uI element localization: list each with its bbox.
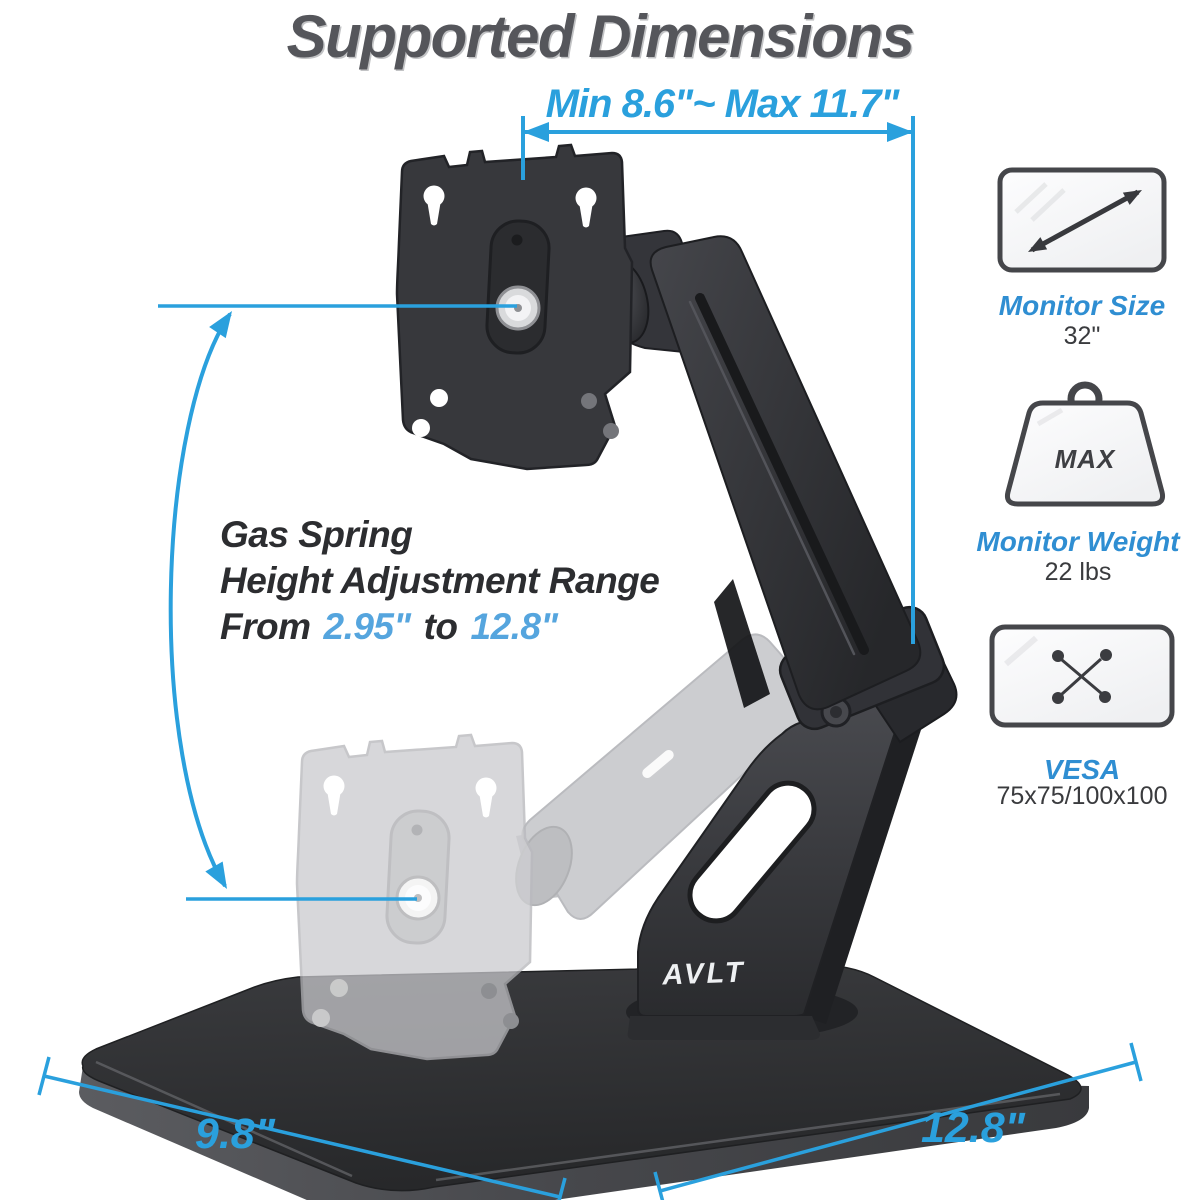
- vesa-icon: [989, 624, 1175, 728]
- monitor-weight-icon: [1005, 381, 1165, 507]
- vesa-value: 75x75/100x100: [996, 782, 1168, 810]
- monitor-weight-value: 22 lbs: [1044, 558, 1112, 586]
- top-dimension-arrow: [521, 116, 915, 644]
- ghost-vesa-plate: [297, 735, 532, 1059]
- height-range-line1: Gas Spring: [220, 514, 413, 555]
- monitor-size-label: Monitor Size: [998, 290, 1166, 321]
- base-depth-dimension: [37, 1056, 567, 1200]
- monitor-size-icon: [997, 167, 1167, 273]
- riser-slot-cutout: [687, 780, 817, 924]
- monitor-size-value: 32": [1063, 322, 1101, 350]
- height-range-arc: [158, 304, 517, 901]
- height-range-conjunction: to: [423, 606, 458, 647]
- monitor-weight-label: Monitor Weight: [976, 526, 1180, 557]
- height-range-max: 12.8": [470, 606, 559, 647]
- base-width-label: 12.8": [920, 1104, 1026, 1152]
- height-range-line2: Height Adjustment Range: [220, 560, 660, 601]
- height-range-prefix: From: [220, 606, 311, 647]
- height-range-text: Gas Spring Height Adjustment Range From …: [220, 512, 660, 650]
- stand-base: [79, 964, 1089, 1200]
- vesa-label: VESA: [1043, 754, 1121, 785]
- max-weight-badge: MAX: [1054, 444, 1116, 474]
- base-width-dimension: [653, 1042, 1143, 1200]
- base-depth-label: 9.8": [194, 1110, 276, 1158]
- height-range-min: 2.95": [323, 606, 412, 647]
- height-range-line3: From 2.95" to 12.8": [220, 604, 659, 650]
- brand-logo: AVLT: [661, 956, 747, 992]
- top-dimension-label: Min 8.6"~ Max 11.7": [545, 82, 900, 126]
- stand-riser: [627, 686, 930, 1040]
- ghost-lowered-position: [297, 633, 818, 1059]
- dimension-annotations: [37, 116, 1143, 1200]
- page-title: Supported Dimensions: [286, 3, 915, 70]
